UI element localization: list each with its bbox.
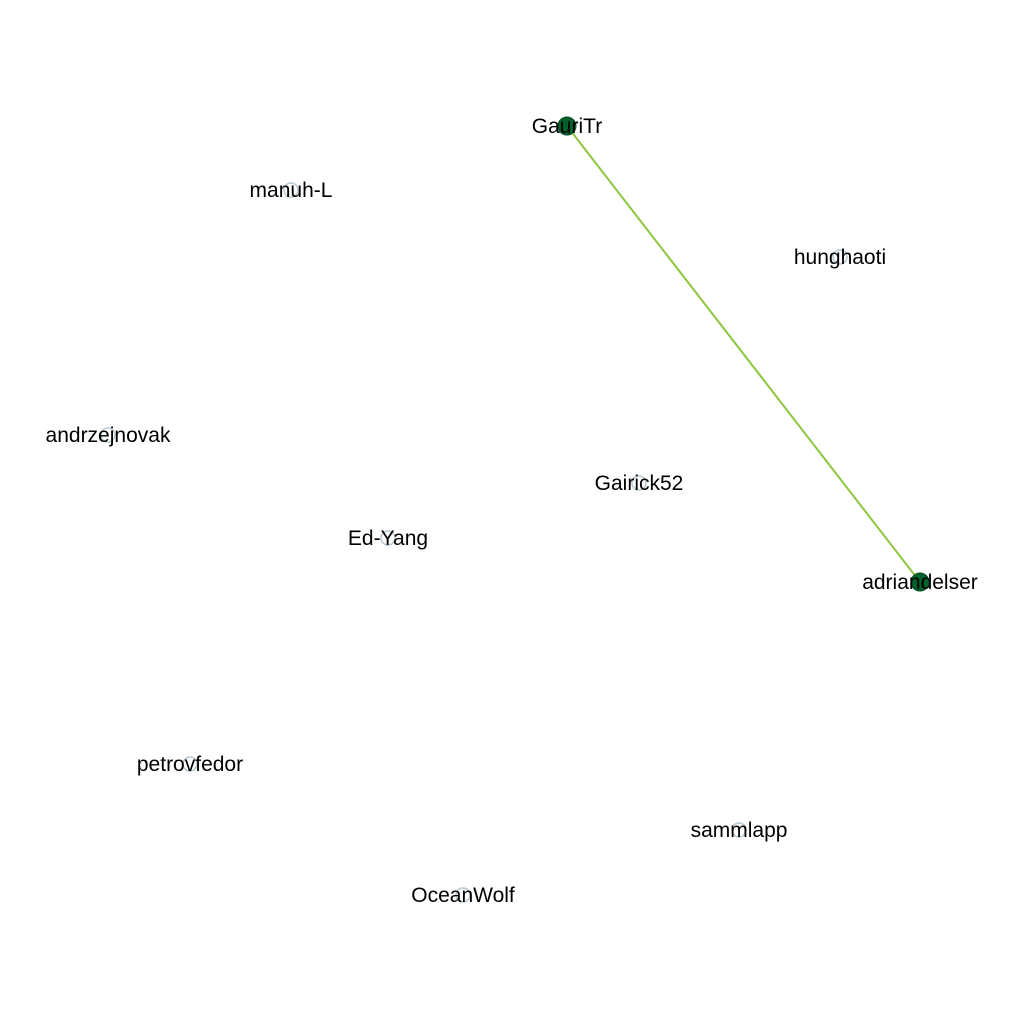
node-label-hunghaoti: hunghaoti — [794, 246, 886, 269]
node-sammlapp[interactable] — [731, 822, 747, 838]
node-label-sammlapp: sammlapp — [691, 819, 788, 842]
node-hunghaoti[interactable] — [832, 249, 848, 265]
node-label-OceanWolf: OceanWolf — [411, 884, 515, 907]
node-label-Ed-Yang: Ed-Yang — [348, 527, 428, 550]
node-andrzejnovak[interactable] — [100, 427, 116, 443]
node-label-adriandelser: adriandelser — [862, 571, 978, 594]
node-label-manuh-L: manuh-L — [250, 179, 333, 202]
node-petrovfedor[interactable] — [182, 756, 198, 772]
label-layer: GauriTr manuh-L hunghaoti andrzejnovakGairi… — [46, 115, 978, 907]
edge-layer — [566, 125, 921, 583]
node-GauriTr[interactable] — [557, 116, 577, 136]
node-label-Gairick52: Gairick52 — [595, 472, 684, 495]
node-layer — [100, 116, 930, 903]
node-label-andrzejnovak: andrzejnovak — [46, 424, 171, 447]
edge-GauriTr-adriandelser — [566, 125, 921, 583]
node-label-GauriTr: GauriTr — [532, 115, 602, 138]
node-label-petrovfedor: petrovfedor — [137, 753, 243, 776]
node-Gairick52[interactable] — [631, 475, 647, 491]
node-OceanWolf[interactable] — [455, 887, 471, 903]
node-manuh-L[interactable] — [283, 182, 299, 198]
node-Ed-Yang[interactable] — [380, 530, 396, 546]
node-adriandelser[interactable] — [910, 572, 930, 592]
